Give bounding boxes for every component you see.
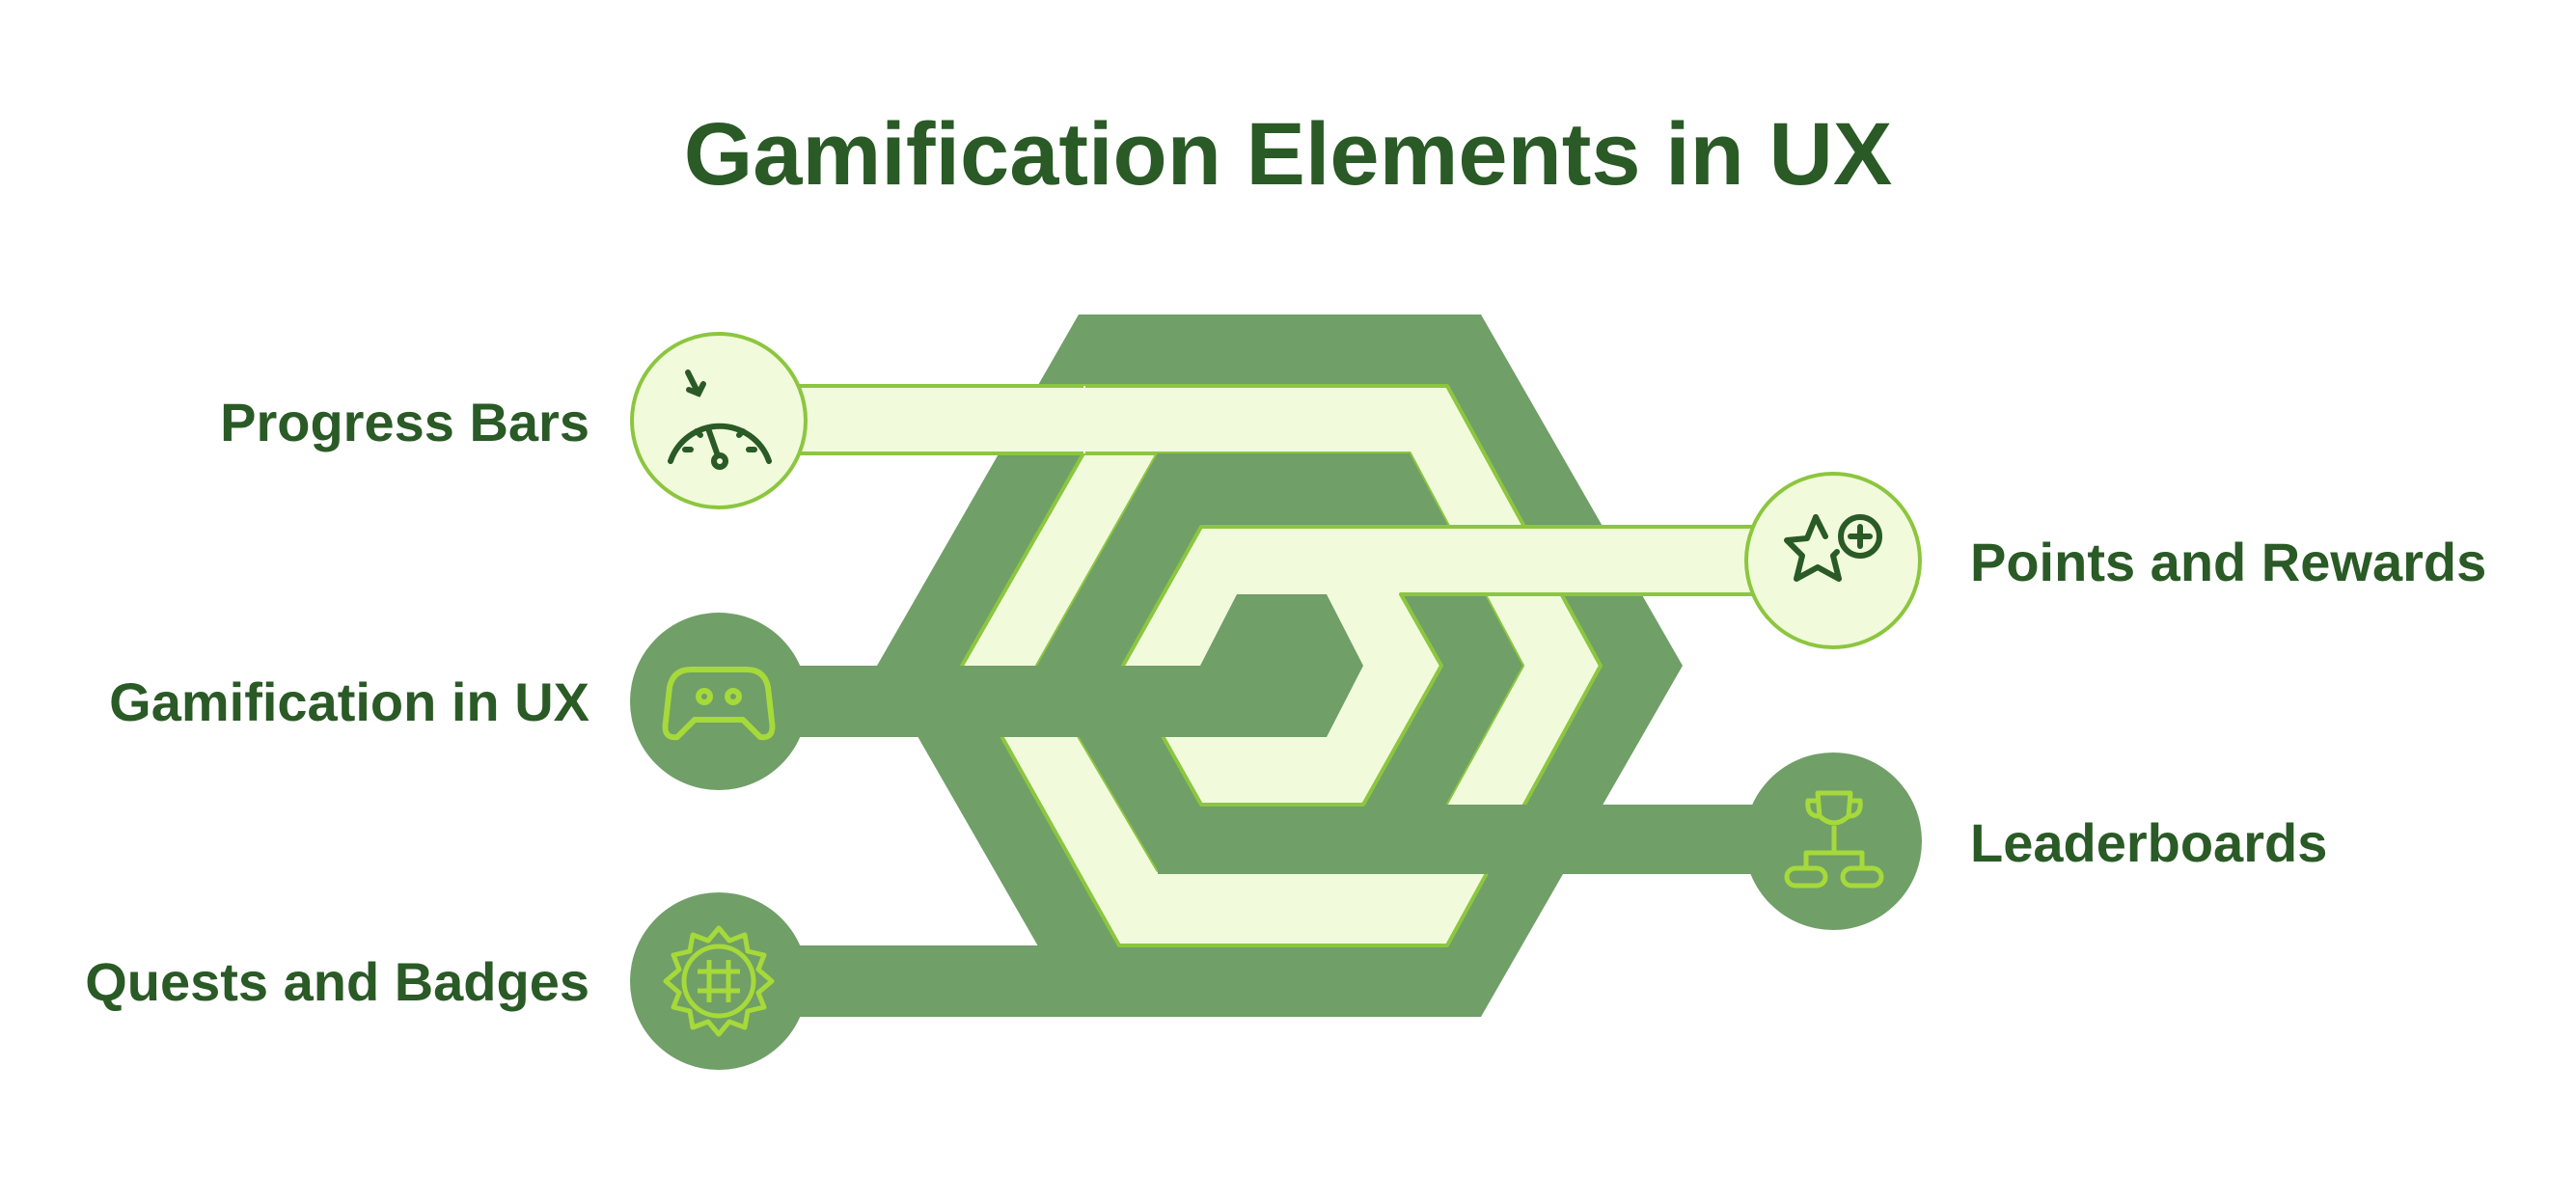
label-points-and-rewards: Points and Rewards [1970, 532, 2487, 592]
diagram-title: Gamification Elements in UX [683, 105, 1893, 204]
circle-quests-and-badges [630, 892, 808, 1070]
game-controller-icon [662, 667, 776, 741]
bar-gamification-in-ux [719, 666, 1327, 737]
label-gamification-in-ux: Gamification in UX [109, 671, 589, 732]
circle-points-join [1766, 530, 1785, 591]
badge-icon [663, 925, 775, 1037]
trophy-icon [1784, 790, 1884, 889]
circle-gamification-in-ux [630, 613, 808, 790]
bar-leaderboards [1158, 805, 1833, 874]
label-quests-and-badges: Quests and Badges [85, 951, 589, 1012]
star-plus-icon [1784, 514, 1882, 582]
label-progress-bars: Progress Bars [220, 392, 589, 452]
label-leaderboards: Leaderboards [1970, 812, 2328, 873]
speedometer-icon [668, 369, 772, 470]
circle-progress-join [714, 389, 733, 452]
